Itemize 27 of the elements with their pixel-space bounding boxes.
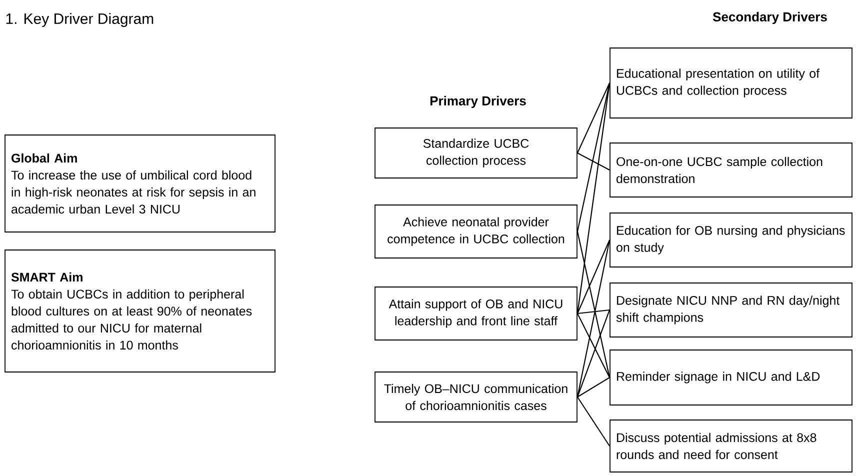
column-heading: Primary Drivers: [430, 96, 526, 108]
secondary-driver-box: Reminder signage in NICU and L&D: [610, 350, 852, 406]
primary-driver-box: Standardize UCBC collection process: [374, 128, 578, 178]
connector-line: [576, 231, 610, 378]
column-heading: Secondary Drivers: [712, 12, 827, 24]
connector-line: [576, 82, 610, 232]
connector-line: [577, 152, 610, 170]
title: 1. Key Driver Diagram: [6, 13, 154, 27]
connector-line: [576, 310, 610, 398]
connector-line: [576, 82, 610, 154]
primary-driver-box: Attain support of OB and NICU leadership and front line staff: [374, 286, 578, 340]
secondary-driver-box: One-on-one UCBC sample collection demonstration: [610, 142, 852, 198]
connector-line: [576, 82, 610, 314]
primary-driver-box: Achieve neonatal provider competence in UCBC collection: [374, 204, 578, 258]
secondary-driver-box: Education for OB nursing and physicians on study: [610, 212, 852, 268]
secondary-driver-box: Designate NICU NNP and RN day/night shift champions: [610, 282, 852, 338]
connector-line: [576, 240, 610, 314]
aim-box: Global Aim To increase the use of umbilical cord blood in high-risk neonates at risk for sepsis in an academic urban Level 3 NICU: [4, 134, 276, 232]
connector-line: [576, 240, 610, 398]
connector-line: [577, 377, 610, 398]
secondary-driver-box: Educational presentation on utility of UCBCs and collection process: [610, 48, 852, 118]
secondary-driver-box: Discuss potential admissions at 8x8 rounds and need for consent: [610, 420, 852, 472]
aim-box: SMART Aim To obtain UCBCs in addition to peripheral blood cultures on at least 90% of neonates admitted to our NICU for maternal chorioamnionitis in 10 months: [4, 250, 276, 372]
primary-driver-box: Timely OB–NICU communication of chorioamnionitis cases: [374, 372, 578, 422]
connector-line: [577, 396, 610, 446]
connector-line: [577, 309, 610, 314]
connector-line: [576, 313, 610, 378]
